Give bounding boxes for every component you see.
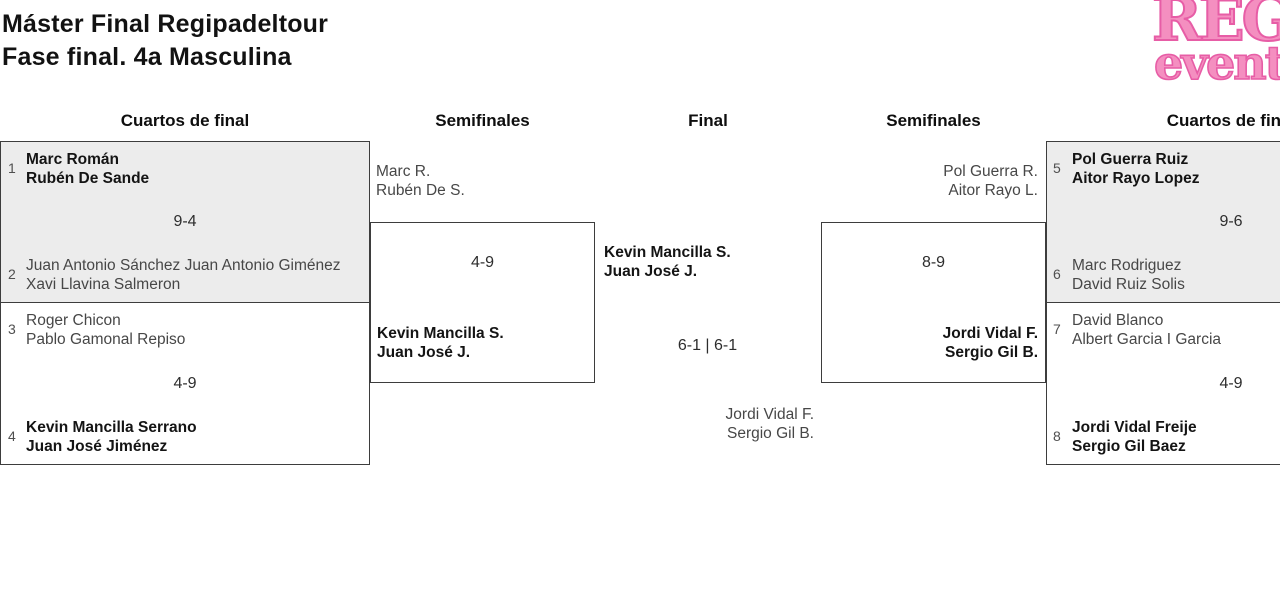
player-name: Juan José Jiménez [26, 438, 168, 455]
player-name: Juan Antonio Sánchez Juan Antonio Giméne… [26, 257, 341, 274]
player-name: Marc Román [26, 151, 120, 168]
team-entry: Jordi Vidal Freije Sergio Gil Baez [1072, 418, 1197, 456]
match-score: 4-9 [173, 375, 197, 392]
match-score: 9-6 [1219, 213, 1243, 230]
team-entry: Pol Guerra R. Aitor Rayo L. [821, 162, 1038, 200]
team-entry: Marc Román Rubén De Sande [26, 150, 149, 188]
team-entry: Juan Antonio Sánchez Juan Antonio Giméne… [26, 256, 341, 294]
seed-number: 2 [8, 266, 16, 282]
player-name: Sergio Gil Baez [1072, 438, 1186, 455]
team-entry: Pol Guerra Ruiz Aitor Rayo Lopez [1072, 150, 1199, 188]
player-name: Xavi Llavina Salmeron [26, 276, 181, 293]
player-name: Rubén De Sande [26, 170, 150, 187]
player-name: Kevin Mancilla S. [604, 244, 731, 261]
player-name: Jordi Vidal F. [725, 406, 814, 423]
player-name: Jordi Vidal F. [942, 325, 1038, 342]
logo-text-regi: REGI [1151, 0, 1280, 55]
player-name: Aitor Rayo Lopez [1072, 170, 1200, 187]
round-header-semifinals-left: Semifinales [435, 111, 530, 130]
team-entry: Roger Chicon Pablo Gamonal Repiso [26, 311, 185, 349]
team-entry: David Blanco Albert Garcia I Garcia [1072, 311, 1221, 349]
player-name: Marc Rodriguez [1072, 257, 1182, 274]
player-name: Kevin Mancilla S. [377, 325, 504, 342]
player-name: Albert Garcia I Garcia [1072, 331, 1222, 348]
match-box-qf1 [0, 141, 370, 303]
player-name: Marc R. [376, 163, 431, 180]
tournament-subtitle: Fase final. 4a Masculina [2, 43, 292, 71]
player-name: Pol Guerra R. [943, 163, 1038, 180]
seed-number: 5 [1053, 160, 1061, 176]
player-name: David Ruiz Solis [1072, 276, 1185, 293]
player-name: Pablo Gamonal Repiso [26, 331, 186, 348]
team-entry: Kevin Mancilla S. Juan José J. [604, 243, 731, 281]
round-header-semifinals-right: Semifinales [886, 111, 981, 130]
team-entry: Jordi Vidal F. Sergio Gil B. [594, 405, 814, 443]
player-name: Juan José J. [377, 344, 471, 361]
match-score: 9-4 [173, 213, 197, 230]
round-header-final: Final [688, 111, 728, 130]
match-box-qf2 [0, 302, 370, 465]
player-name: Jordi Vidal Freije [1072, 419, 1197, 436]
regi-events-logo: REGI events [1151, 0, 1280, 90]
seed-number: 3 [8, 321, 16, 337]
match-box-semifinal-right [821, 222, 1046, 383]
seed-number: 6 [1053, 266, 1061, 282]
match-box-qf3 [1046, 141, 1280, 303]
player-name: Pol Guerra Ruiz [1072, 151, 1189, 168]
player-name: Juan José J. [604, 263, 698, 280]
player-name: David Blanco [1072, 312, 1164, 329]
player-name: Roger Chicon [26, 312, 121, 329]
round-header-quarterfinals-right: Cuartos de final [1166, 111, 1280, 130]
team-entry: Jordi Vidal F. Sergio Gil B. [821, 324, 1038, 362]
player-name: Sergio Gil B. [944, 344, 1038, 361]
team-entry: Kevin Mancilla Serrano Juan José Jiménez [26, 418, 197, 456]
team-entry: Marc Rodriguez David Ruiz Solis [1072, 256, 1185, 294]
match-score: 6-1 | 6-1 [677, 337, 738, 354]
match-score: 4-9 [1219, 375, 1243, 392]
seed-number: 8 [1053, 428, 1061, 444]
seed-number: 7 [1053, 321, 1061, 337]
player-name: Aitor Rayo L. [948, 182, 1038, 199]
seed-number: 4 [8, 428, 16, 444]
match-box-qf4 [1046, 302, 1280, 465]
player-name: Sergio Gil B. [726, 425, 814, 442]
logo-text-events: events [1153, 36, 1280, 90]
match-box-semifinal-left [370, 222, 595, 383]
player-name: Rubén De S. [376, 182, 465, 199]
tournament-title: Máster Final Regipadeltour [2, 10, 329, 38]
team-entry: Kevin Mancilla S. Juan José J. [377, 324, 504, 362]
page-title: Máster Final Regipadeltour Fase final. 4… [2, 8, 328, 74]
seed-number: 1 [8, 160, 16, 176]
match-score: 8-9 [921, 254, 946, 271]
team-entry: Marc R. Rubén De S. [376, 162, 465, 200]
match-score: 4-9 [470, 254, 495, 271]
round-header-quarterfinals-left: Cuartos de final [120, 111, 250, 130]
player-name: Kevin Mancilla Serrano [26, 419, 197, 436]
